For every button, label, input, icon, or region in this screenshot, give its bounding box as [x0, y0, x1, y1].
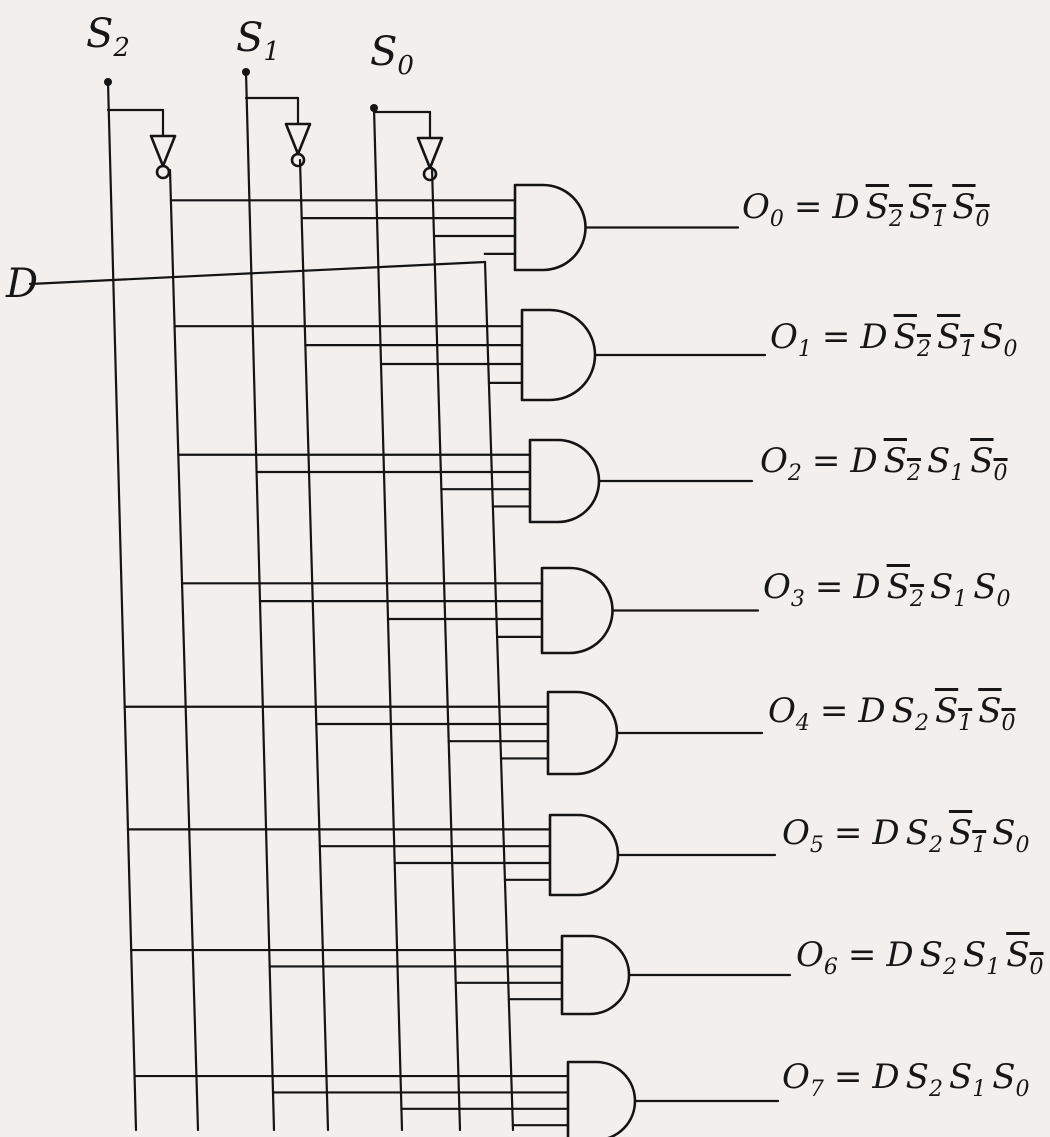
and-gate-4 [546, 690, 619, 776]
select-junction-2 [370, 104, 378, 112]
equals-sign: = [821, 317, 851, 357]
term-s2: S2 [893, 317, 931, 362]
bus-s2-bar [168, 168, 200, 1132]
term-d: D [832, 187, 860, 227]
output-name: O [763, 567, 791, 607]
term-d: D [872, 1057, 900, 1097]
term-s2: S2 [891, 691, 929, 736]
bus-s1-bar [298, 158, 330, 1132]
inverter-s1-triangle [284, 122, 312, 156]
select-label-s2: S2 [86, 11, 130, 63]
term-s0: S0 [992, 1057, 1030, 1102]
output-subscript: 6 [823, 954, 838, 980]
equals-sign: = [793, 187, 823, 227]
output-name: O [760, 441, 788, 481]
inverter-s0-triangle [416, 136, 444, 170]
term-s1: S1 [926, 441, 965, 486]
equals-sign: = [847, 935, 877, 975]
output-subscript: 1 [797, 336, 812, 362]
output-name: O [770, 317, 798, 357]
term-s0: S0 [973, 567, 1011, 612]
term-s2: S2 [905, 813, 943, 858]
output-subscript: 0 [769, 206, 784, 232]
inverter-s1-bubble [290, 152, 306, 168]
term-s1: S1 [934, 691, 973, 736]
term-s1: S1 [929, 567, 968, 612]
select-junction-0 [104, 78, 112, 86]
term-s1: S1 [908, 187, 947, 232]
term-s2: S2 [883, 441, 921, 486]
term-s0: S0 [980, 317, 1018, 362]
equals-sign: = [811, 441, 841, 481]
output-subscript: 4 [795, 710, 810, 736]
term-s0: S0 [978, 691, 1016, 736]
select-label-s0: S0 [370, 29, 414, 81]
output-name: O [742, 187, 770, 227]
output-name: O [782, 1057, 810, 1097]
output-subscript: 7 [809, 1076, 824, 1102]
output-subscript: 2 [787, 460, 802, 486]
and-gate-5 [548, 813, 620, 897]
and-gate-2 [528, 438, 601, 524]
term-d: D [850, 441, 878, 481]
output-name: O [768, 691, 796, 731]
equals-sign: = [819, 691, 849, 731]
term-s1: S1 [948, 1057, 987, 1102]
inverter-s2-bubble [155, 164, 171, 180]
bus-s2 [106, 80, 138, 1132]
select-junction-1 [242, 68, 250, 76]
data-input-label: D [6, 261, 39, 307]
term-d: D [886, 935, 914, 975]
equals-sign: = [833, 813, 863, 853]
and-gate-7 [566, 1060, 637, 1137]
bus-s0-bar [430, 166, 462, 1132]
term-d: D [853, 567, 881, 607]
term-s2: S2 [919, 935, 957, 980]
term-s0: S0 [992, 813, 1030, 858]
output-subscript: 3 [790, 586, 805, 612]
and-gate-1 [520, 308, 597, 402]
inverter-s2-triangle [149, 134, 177, 168]
term-d: D [860, 317, 888, 357]
data-input-line [28, 260, 487, 286]
output-subscript: 5 [809, 832, 824, 858]
equals-sign: = [833, 1057, 863, 1097]
term-s2: S2 [905, 1057, 943, 1102]
and-gate-0 [513, 183, 587, 272]
term-s0: S0 [1006, 935, 1044, 980]
term-s1: S1 [936, 317, 975, 362]
inverter-s0-bubble [422, 166, 438, 182]
select-label-s1: S1 [236, 15, 280, 67]
output-name: O [782, 813, 810, 853]
output-name: O [796, 935, 824, 975]
term-s2: S2 [865, 187, 903, 232]
term-s1: S1 [948, 813, 987, 858]
term-s0: S0 [970, 441, 1008, 486]
term-s1: S1 [962, 935, 1001, 980]
term-s0: S0 [952, 187, 990, 232]
term-s2: S2 [886, 567, 924, 612]
bus-d [483, 260, 515, 1132]
term-d: D [872, 813, 900, 853]
and-gate-3 [540, 566, 614, 655]
equals-sign: = [814, 567, 844, 607]
term-d: D [858, 691, 886, 731]
and-gate-6 [560, 934, 631, 1016]
